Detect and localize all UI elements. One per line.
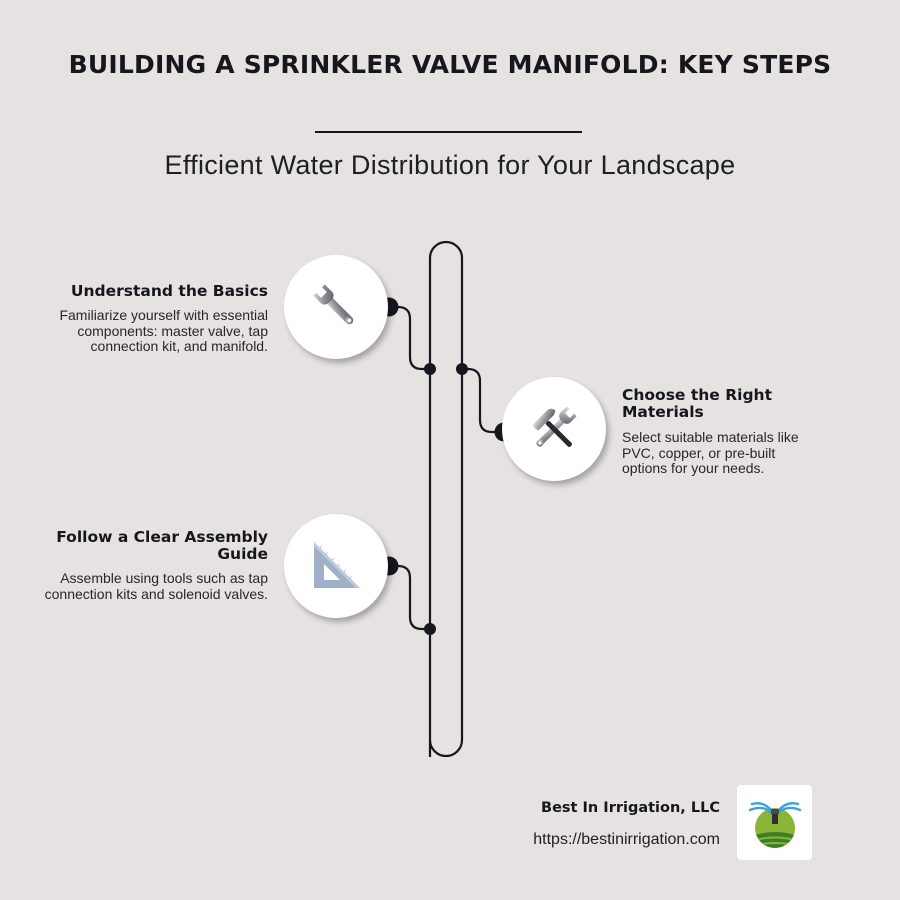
- sprinkler-field-logo-icon: [748, 801, 801, 848]
- step-1-title: Understand the Basics: [70, 282, 268, 300]
- company-name: Best In Irrigation, LLC: [541, 800, 720, 816]
- junction-step-1: [424, 363, 436, 375]
- triangular-ruler-icon: [314, 542, 360, 588]
- step-2-title: Choose the Right Materials: [622, 386, 772, 421]
- junction-step-2: [456, 363, 468, 375]
- branch-step-3: [389, 564, 430, 631]
- hammer-and-wrench-icon: [532, 406, 577, 447]
- step-1-icon-circle: [284, 255, 388, 359]
- main-loop-pipe: [428, 240, 464, 758]
- branch-step-2: [462, 367, 504, 434]
- branch-step-1: [389, 305, 430, 371]
- wrench-icon: [313, 284, 354, 325]
- company-logo: [737, 785, 812, 860]
- junction-step-3: [424, 623, 436, 635]
- page-title: BUILDING A SPRINKLER VALVE MANIFOLD: KEY…: [68, 50, 832, 79]
- step-1-description: Familiarize yourself with essential comp…: [59, 307, 268, 354]
- step-2-description: Select suitable materials like PVC, copp…: [622, 429, 799, 476]
- step-2-icon-circle: [502, 377, 606, 481]
- step-3-description: Assemble using tools such as tap connect…: [44, 570, 268, 602]
- step-3-icon-circle: [284, 514, 388, 618]
- step-3-title: Follow a Clear Assembly Guide: [56, 528, 268, 563]
- page-subtitle: Efficient Water Distribution for Your La…: [164, 150, 736, 180]
- company-url[interactable]: https://bestinirrigation.com: [533, 831, 720, 848]
- title-divider: [315, 131, 582, 133]
